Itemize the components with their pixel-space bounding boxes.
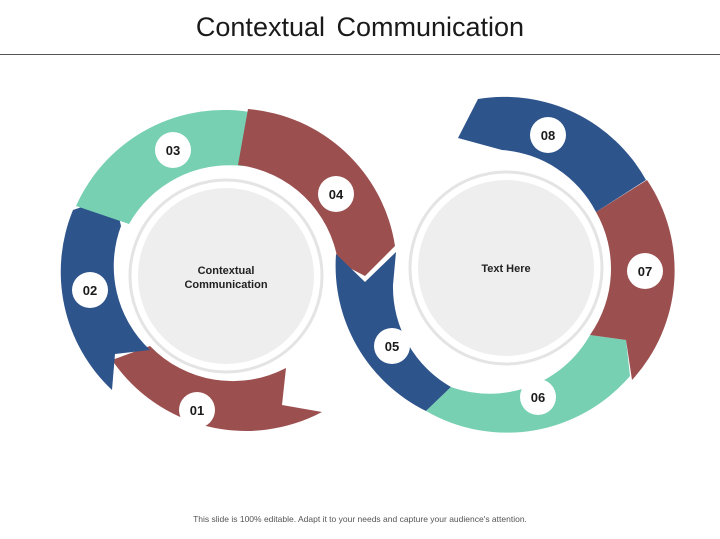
badge-02: 02	[72, 272, 108, 308]
right-center-label: Text Here	[481, 263, 531, 275]
badge-06: 06	[520, 379, 556, 415]
right-center-circle	[418, 180, 594, 356]
badge-05-label: 05	[385, 339, 399, 354]
segment-03	[76, 109, 282, 224]
badge-02-label: 02	[83, 283, 97, 298]
left-center-line2: Communication	[184, 279, 268, 291]
title-divider	[0, 54, 720, 55]
badge-01: 01	[179, 392, 215, 428]
segment-04	[238, 109, 395, 276]
badge-08: 08	[530, 117, 566, 153]
badge-03: 03	[155, 132, 191, 168]
badge-01-label: 01	[190, 403, 204, 418]
segment-08	[458, 96, 646, 212]
left-center-circle	[138, 188, 314, 364]
left-center-line1: Contextual	[197, 265, 255, 277]
badge-07-label: 07	[638, 264, 652, 279]
segment-06	[426, 335, 630, 433]
slide-title: Contextual Communication	[195, 12, 525, 42]
badge-04-label: 04	[329, 187, 344, 202]
badge-05: 05	[374, 328, 410, 364]
badge-08-label: 08	[541, 128, 555, 143]
segment-01	[112, 346, 322, 431]
badge-07: 07	[627, 253, 663, 289]
badge-04: 04	[318, 176, 354, 212]
left-center-label: Contextual Communication	[166, 264, 286, 292]
badge-03-label: 03	[166, 143, 180, 158]
badge-06-label: 06	[531, 390, 545, 405]
slide-footer: This slide is 100% editable. Adapt it to…	[193, 514, 527, 524]
